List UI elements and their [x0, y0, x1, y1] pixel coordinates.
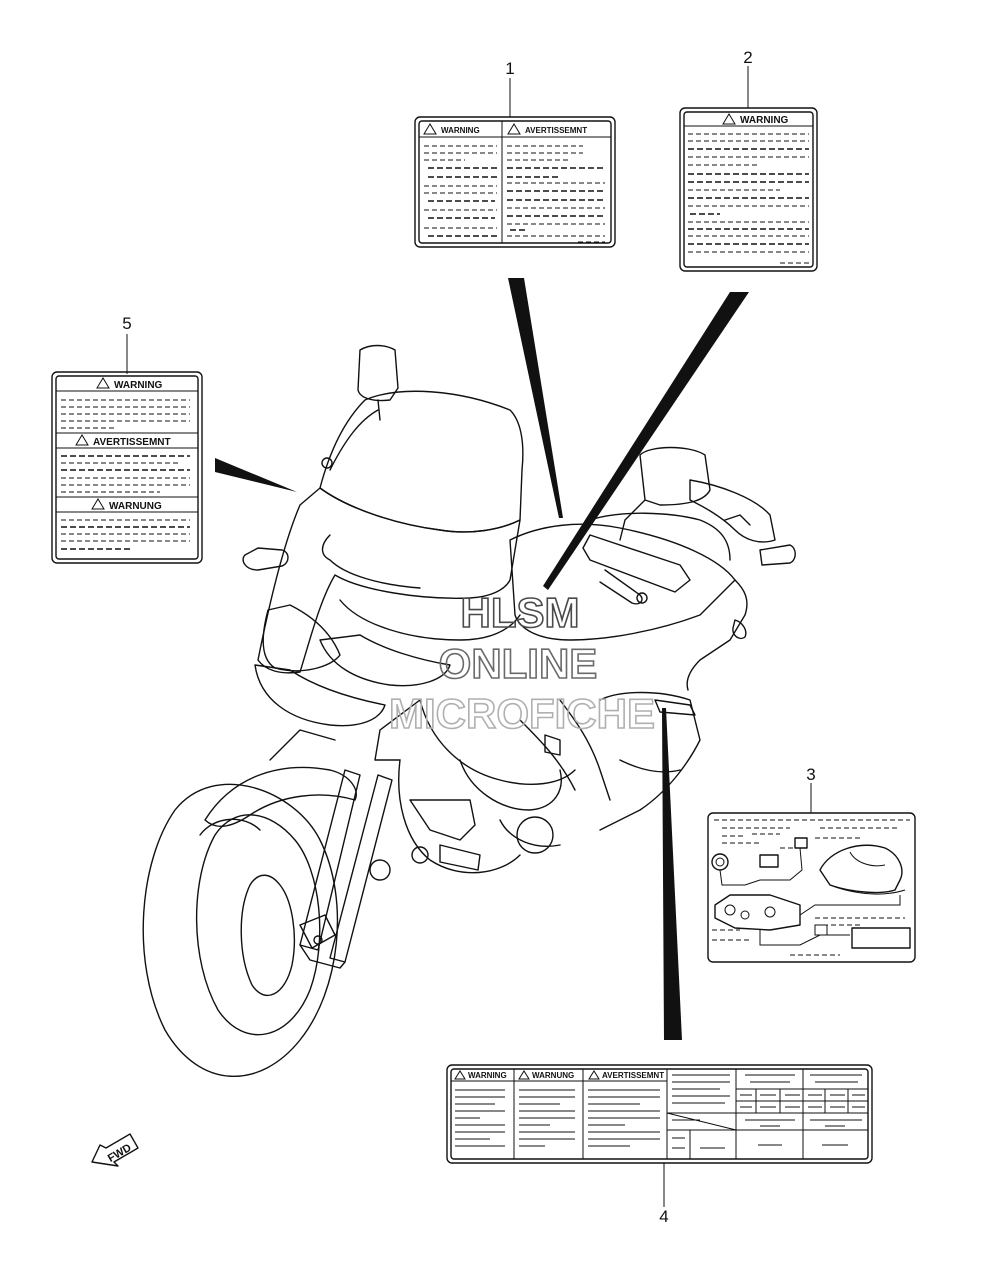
warning-triangle-icon — [91, 498, 105, 510]
label-3 — [707, 812, 916, 963]
label-1-warning: WARNING — [441, 126, 480, 135]
motorcycle-drawing — [142, 344, 796, 1077]
pointer-5 — [215, 458, 297, 492]
label-5-avertissement: AVERTISSEMNT — [93, 437, 171, 448]
label-3-text-lines — [712, 819, 910, 956]
label-3-wiring-sketch — [711, 837, 911, 949]
callout-pointers — [126, 66, 812, 1207]
label-1-text-lines — [424, 145, 605, 243]
label-5-text-lines — [61, 399, 190, 550]
label-4: WARNING WARNUNG AVERTISSEMNT — [446, 1064, 873, 1164]
callout-2: 2 — [743, 48, 752, 67]
label-2: WARNING — [679, 107, 818, 272]
label-4-avertissement: AVERTISSEMNT — [602, 1071, 664, 1080]
callout-5: 5 — [122, 314, 131, 333]
label-2-text-lines — [688, 133, 809, 264]
warning-triangle-icon — [722, 113, 736, 125]
pointer-2 — [543, 292, 749, 590]
label-1: WARNING AVERTISSEMNT — [414, 116, 616, 248]
watermark-line-3: MICROFICHE — [389, 690, 655, 737]
warning-triangle-icon — [588, 1070, 600, 1080]
warning-triangle-icon — [423, 123, 437, 135]
callout-1: 1 — [505, 59, 514, 78]
watermark-line-2: ONLINE — [439, 640, 598, 687]
pointer-4 — [662, 708, 682, 1040]
label-1-avertissement: AVERTISSEMNT — [525, 126, 587, 135]
label-4-warning: WARNING — [468, 1071, 507, 1080]
fwd-arrow-icon: FWD — [91, 1133, 139, 1167]
callout-numbers: 1 2 3 4 5 — [122, 48, 815, 1226]
warning-triangle-icon — [518, 1070, 530, 1080]
label-4-warnung: WARNUNG — [532, 1071, 574, 1080]
pointer-1 — [508, 278, 563, 518]
warning-triangle-icon — [507, 123, 521, 135]
watermark-line-1: HLSM — [461, 589, 580, 636]
label-4-table — [666, 1069, 868, 1159]
callout-4: 4 — [659, 1207, 668, 1226]
label-4-text-lines — [455, 1089, 660, 1147]
watermark: HLSM ONLINE MICROFICHE — [388, 588, 656, 738]
warning-triangle-icon — [75, 434, 89, 446]
callout-3: 3 — [806, 765, 815, 784]
warning-triangle-icon — [454, 1070, 466, 1080]
label-5: WARNING AVERTISSEMNT WARNUNG — [51, 371, 203, 564]
label-5-warnung: WARNUNG — [109, 501, 162, 512]
warning-triangle-icon — [96, 377, 110, 389]
label-5-warning: WARNING — [114, 380, 163, 391]
label-2-warning: WARNING — [740, 115, 789, 126]
